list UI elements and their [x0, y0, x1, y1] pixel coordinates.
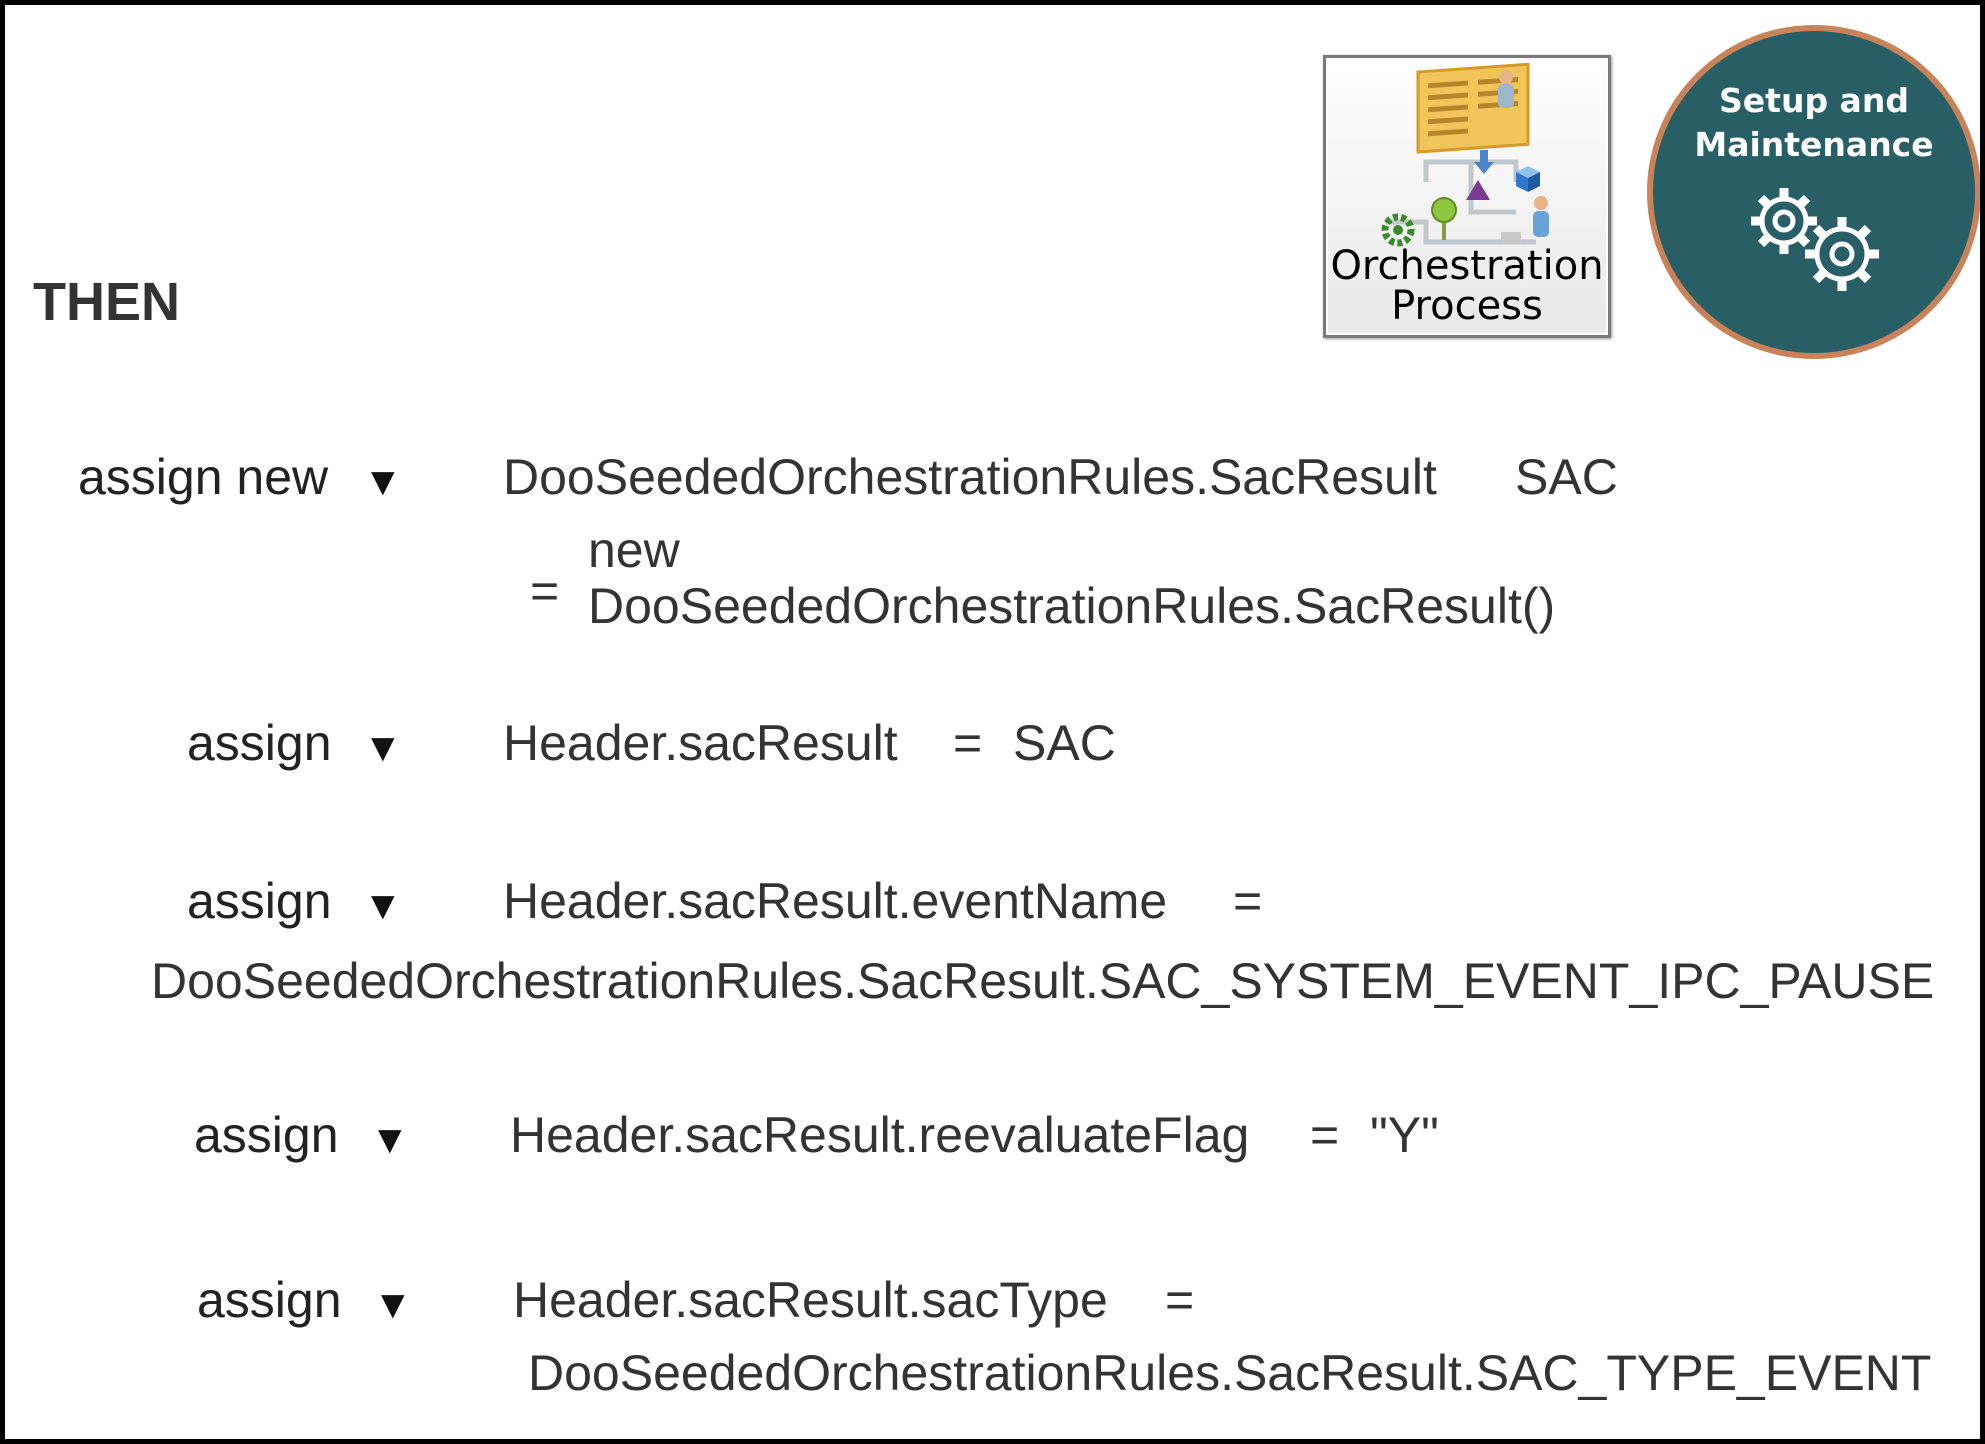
orchestration-process-icon — [1381, 62, 1549, 247]
rule-3-action: assign — [187, 873, 332, 929]
rule-2-action: assign — [187, 715, 332, 771]
rule-5-dropdown-icon[interactable]: ▼ — [373, 1283, 413, 1327]
rule-3-target[interactable]: Header.sacResult.eventName — [503, 873, 1168, 929]
rule-1-dropdown-icon[interactable]: ▼ — [363, 460, 403, 504]
rule-5-value[interactable]: DooSeededOrchestrationRules.SacResult.SA… — [528, 1345, 1932, 1401]
rule-1-value[interactable]: DooSeededOrchestrationRules.SacResult() — [588, 578, 1556, 634]
rule-2-value[interactable]: SAC — [1013, 715, 1116, 771]
rule-1-variable[interactable]: SAC — [1515, 449, 1618, 505]
rule-2-target[interactable]: Header.sacResult — [503, 715, 898, 771]
rule-3-value[interactable]: DooSeededOrchestrationRules.SacResult.SA… — [151, 953, 1935, 1009]
rule-4-value[interactable]: "Y" — [1370, 1107, 1439, 1163]
rule-2-operator: = — [953, 715, 983, 771]
rule-3-operator: = — [1233, 873, 1263, 929]
rule-4-action: assign — [194, 1107, 339, 1163]
rule-4-dropdown-icon[interactable]: ▼ — [370, 1118, 410, 1162]
gears-icon — [1751, 188, 1879, 291]
orchestration-process-label: Orchestration Process — [1330, 243, 1604, 329]
rule-5-target[interactable]: Header.sacResult.sacType — [513, 1272, 1108, 1328]
rule-1-action: assign new — [78, 449, 329, 505]
setup-and-maintenance-label: Setup and Maintenance — [1694, 81, 1934, 164]
rule-1-target[interactable]: DooSeededOrchestrationRules.SacResult — [503, 449, 1437, 505]
rule-3-dropdown-icon[interactable]: ▼ — [363, 884, 403, 928]
rule-5-action: assign — [197, 1272, 342, 1328]
rule-5-operator: = — [1165, 1272, 1195, 1328]
rule-2-dropdown-icon[interactable]: ▼ — [363, 726, 403, 770]
then-label: THEN — [33, 272, 180, 332]
rule-1-operator: = — [530, 563, 560, 619]
rule-1-value-keyword[interactable]: new — [588, 522, 680, 578]
rule-4-operator: = — [1310, 1107, 1340, 1163]
setup-and-maintenance-badge: Setup and Maintenance — [1647, 25, 1980, 359]
orchestration-process-tile: Orchestration Process — [1323, 55, 1611, 338]
rule-4-target[interactable]: Header.sacResult.reevaluateFlag — [510, 1107, 1250, 1163]
